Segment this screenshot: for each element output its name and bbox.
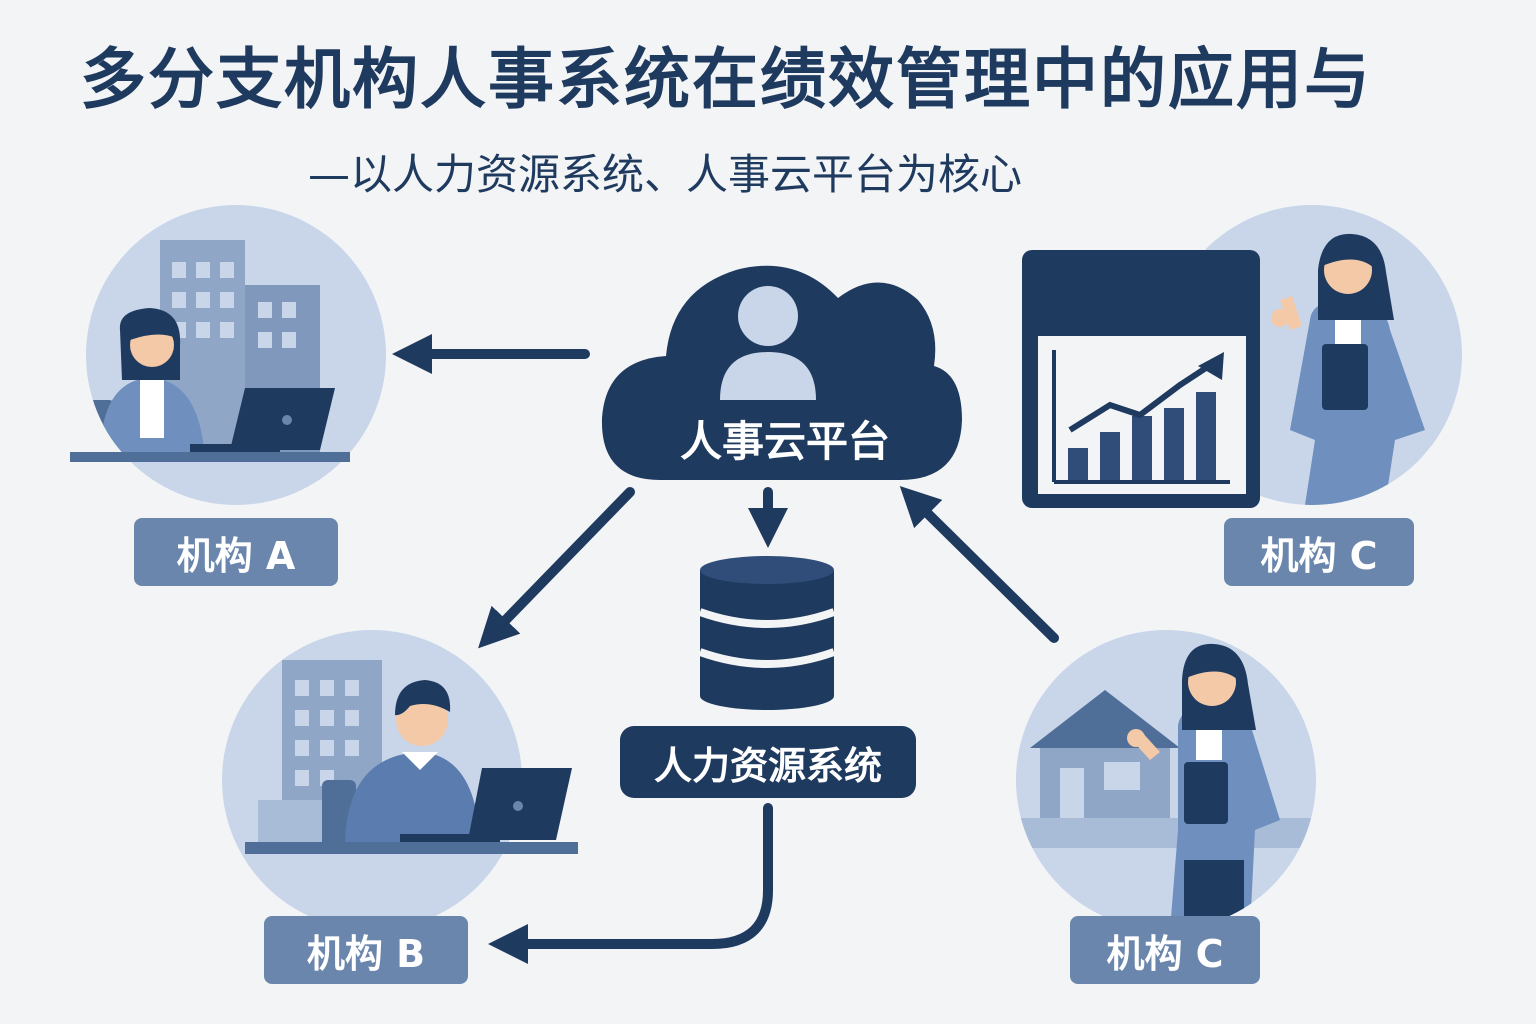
page-subtitle: —以人力资源系统、人事云平台为核心 (308, 150, 1023, 199)
connectors (392, 334, 1059, 964)
user-icon (720, 286, 816, 400)
tablet-icon (1184, 762, 1228, 824)
hr-system-label: 人力资源系统 (620, 726, 916, 798)
database-icon (698, 556, 836, 710)
performance-panel-title: 绩效管理 (1058, 273, 1227, 323)
branch-c-top-label: 机构 C (1224, 518, 1414, 586)
arrow-hr-to-branch-b (488, 803, 773, 964)
branch-c-bottom-label: 机构 C (1070, 916, 1260, 984)
bar-chart-icon (1052, 350, 1230, 484)
branch-a-label: 机构 A (134, 518, 338, 586)
arrow-cloud-to-branch-b (478, 487, 635, 649)
tablet-icon (1322, 344, 1368, 410)
branch-a-illustration (70, 205, 386, 505)
branch-b-illustration (222, 630, 578, 930)
desk (70, 452, 350, 462)
performance-panel (1022, 250, 1260, 508)
cloud-icon (601, 265, 962, 480)
page-title: 多分支机构人事系统在绩效管理中的应用与 (80, 41, 1372, 118)
arrow-branch-c-to-cloud (899, 485, 1059, 643)
branch-c-bottom-illustration (1016, 630, 1316, 930)
desk (245, 842, 578, 854)
cloud-platform-label: 人事云平台 (679, 416, 890, 466)
branch-b-label: 机构 B (264, 916, 468, 984)
